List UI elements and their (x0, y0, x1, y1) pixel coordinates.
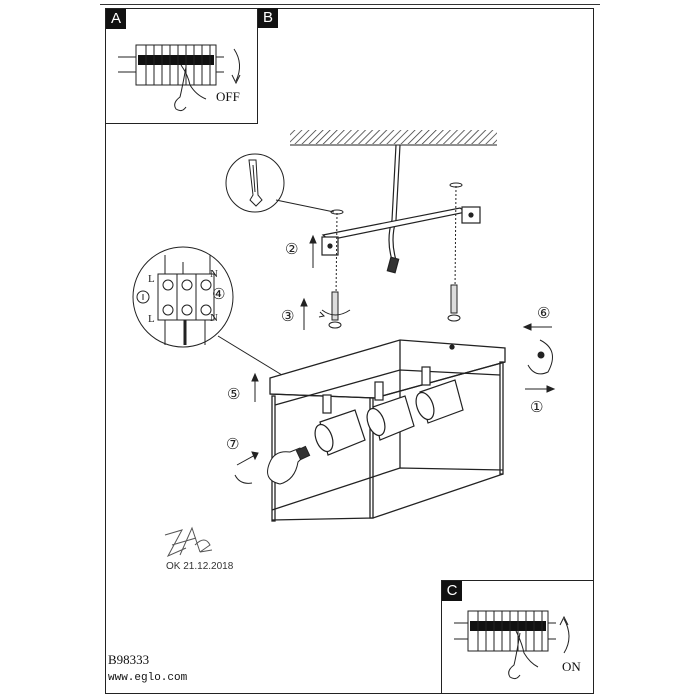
step-7: ⑦ (226, 435, 239, 453)
light-bulb (267, 445, 311, 485)
step-numbers: ① ② ③ ④ ⑤ ⑥ ⑦ (212, 240, 550, 453)
panel-c-switch-on: C ON (441, 580, 594, 694)
spotlights (314, 366, 464, 456)
panel-a-switch-off: A OFF (105, 8, 258, 124)
breaker-on-illustration (454, 610, 570, 680)
step-1: ① (530, 398, 543, 416)
screws-and-anchors (318, 182, 463, 329)
wire-label-n-top: N (210, 268, 218, 280)
step-3: ③ (281, 307, 294, 325)
website-link[interactable]: www.eglo.com (108, 672, 188, 684)
approval-date: OK 21.12.2018 (166, 561, 234, 572)
step-4: ④ (212, 285, 225, 303)
mounting-bracket (321, 206, 481, 256)
mains-cable (386, 144, 401, 274)
wire-label-l-top: L (148, 273, 155, 285)
instruction-sheet-frame (105, 8, 594, 694)
top-rule (100, 4, 600, 5)
model-number: B98333 (108, 652, 150, 667)
step-5: ⑤ (227, 385, 240, 403)
wire-label-n-bottom: N (210, 312, 218, 324)
signature (164, 526, 213, 558)
breaker-off-illustration (118, 44, 241, 112)
panel-a-label: A (106, 9, 126, 29)
step-2: ② (285, 240, 298, 258)
on-label: ON (562, 659, 581, 674)
panel-b-label: B (258, 8, 278, 28)
anchor-detail-circle (225, 153, 335, 213)
direction-arrows (234, 234, 556, 484)
wire-label-l-bottom: L (148, 313, 155, 325)
step-6: ⑥ (537, 304, 550, 322)
panel-c-label: C (442, 581, 462, 601)
off-label: OFF (216, 89, 240, 104)
ceiling (290, 130, 497, 146)
wiring-detail-circle (132, 246, 283, 376)
